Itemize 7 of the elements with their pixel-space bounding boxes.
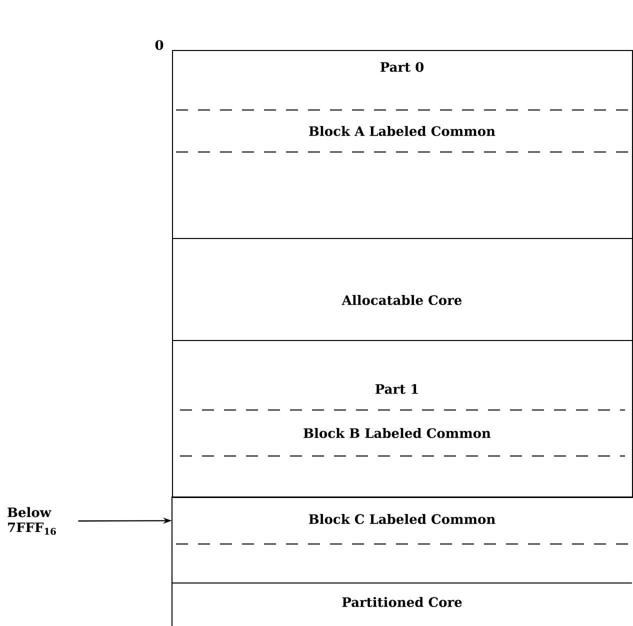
labeled-common-block: Block B Labeled Common [180,409,626,456]
labeled-common-block: Block A Labeled Common [176,110,632,152]
memory-band: Allocatable Core [172,238,633,341]
memory-band: Partitioned Core [172,582,632,626]
hex-address-label: Below 7FFF$_{16}$ [8,507,56,535]
labeled-common-block: Block C Labeled Common [172,496,632,544]
address-label: 0 [155,40,164,50]
